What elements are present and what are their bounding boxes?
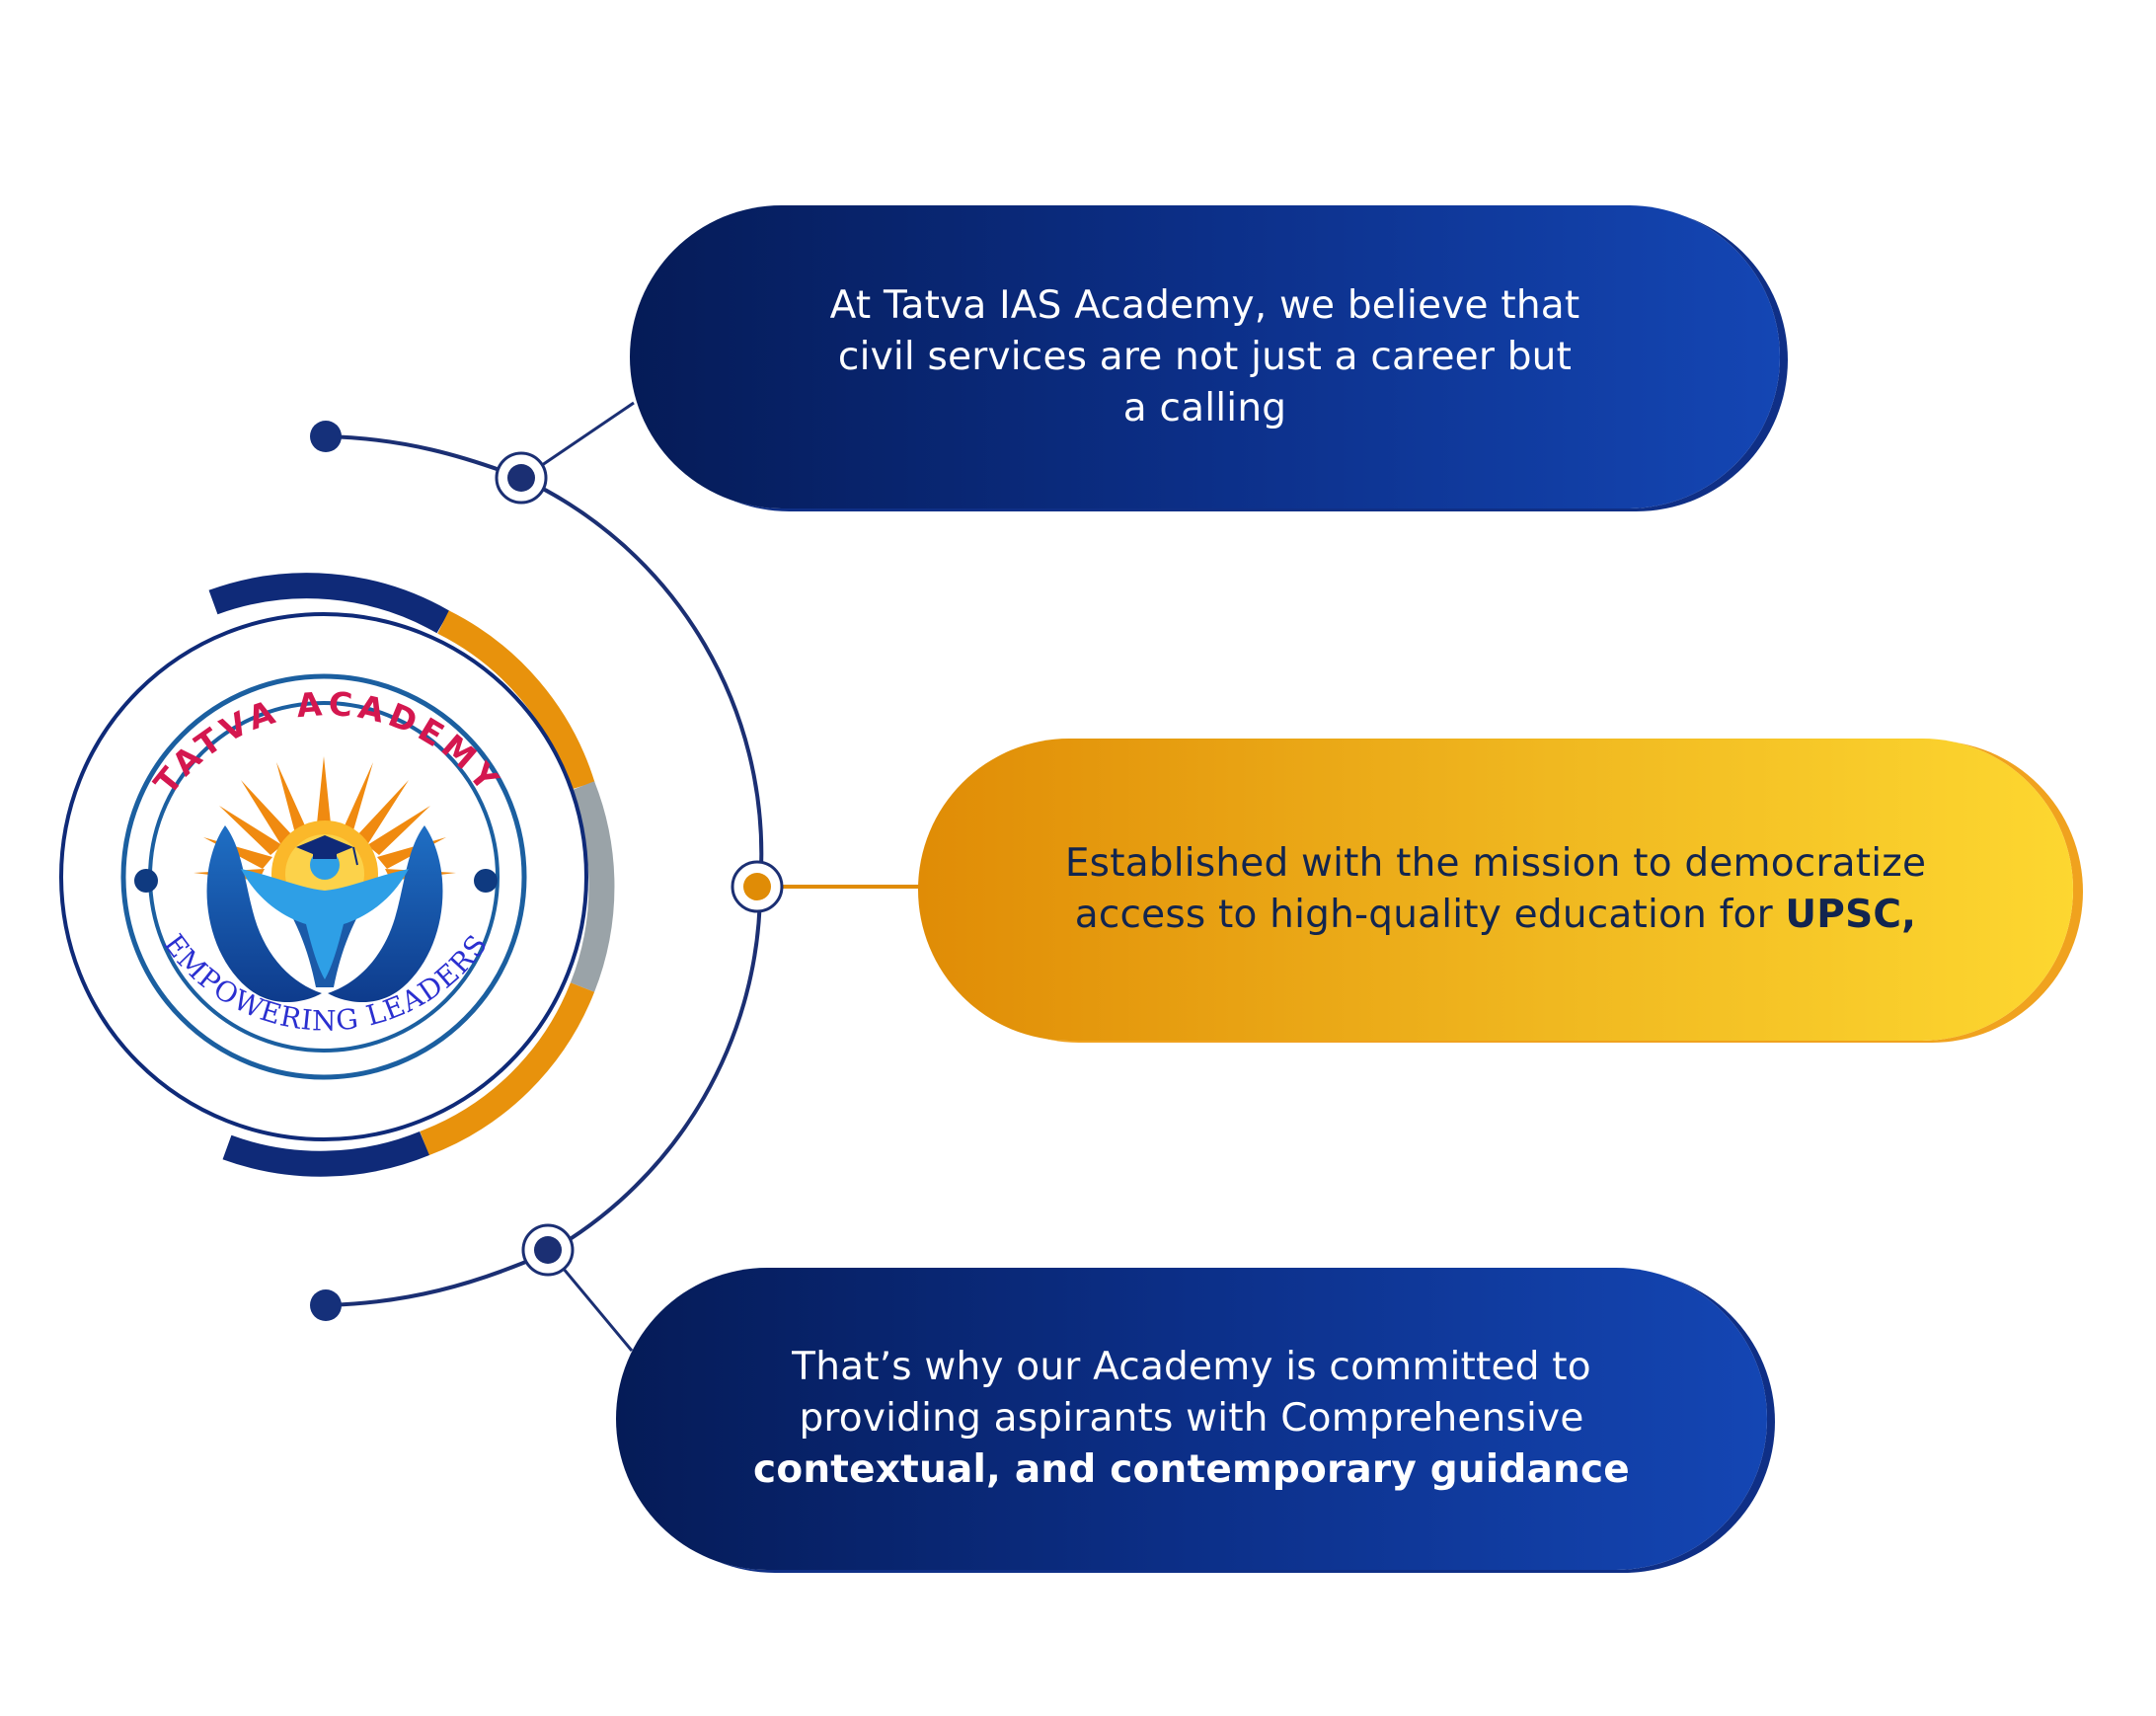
logo-outer-ring bbox=[208, 573, 615, 1177]
hands-emblem-icon bbox=[206, 825, 443, 1003]
info-pill-3: That’s why our Academy is committed to p… bbox=[616, 1268, 1767, 1570]
logo-badge: TATVA ACADEMY EMPOWERING LEADERS bbox=[59, 612, 588, 1141]
timeline-node-3 bbox=[521, 1223, 575, 1277]
info-pill-2-body: Established with the mission to democrat… bbox=[1064, 841, 1927, 937]
info-pill-1-body: At Tatva IAS Academy, we believe that ci… bbox=[829, 282, 1580, 430]
info-pill-2-highlight: UPSC, bbox=[1785, 893, 1917, 937]
info-pill-3-highlight: contextual, and contemporary guidance bbox=[753, 1447, 1630, 1492]
info-pill-2-text: Established with the mission to democrat… bbox=[1022, 838, 1969, 941]
timeline-node-2 bbox=[731, 860, 784, 913]
graduate-icon bbox=[241, 835, 409, 979]
info-pill-1-text: At Tatva IAS Academy, we believe that ci… bbox=[830, 280, 1580, 434]
info-pill-1: At Tatva IAS Academy, we believe that ci… bbox=[630, 205, 1780, 508]
arc-end-dot-top bbox=[310, 421, 342, 452]
info-pill-3-text: That’s why our Academy is committed to p… bbox=[747, 1342, 1636, 1496]
timeline-node-1 bbox=[495, 451, 548, 505]
arc-end-dot-bottom bbox=[310, 1289, 342, 1321]
info-pill-3-body: That’s why our Academy is committed to p… bbox=[792, 1345, 1591, 1441]
info-pill-2: Established with the mission to democrat… bbox=[918, 739, 2073, 1041]
